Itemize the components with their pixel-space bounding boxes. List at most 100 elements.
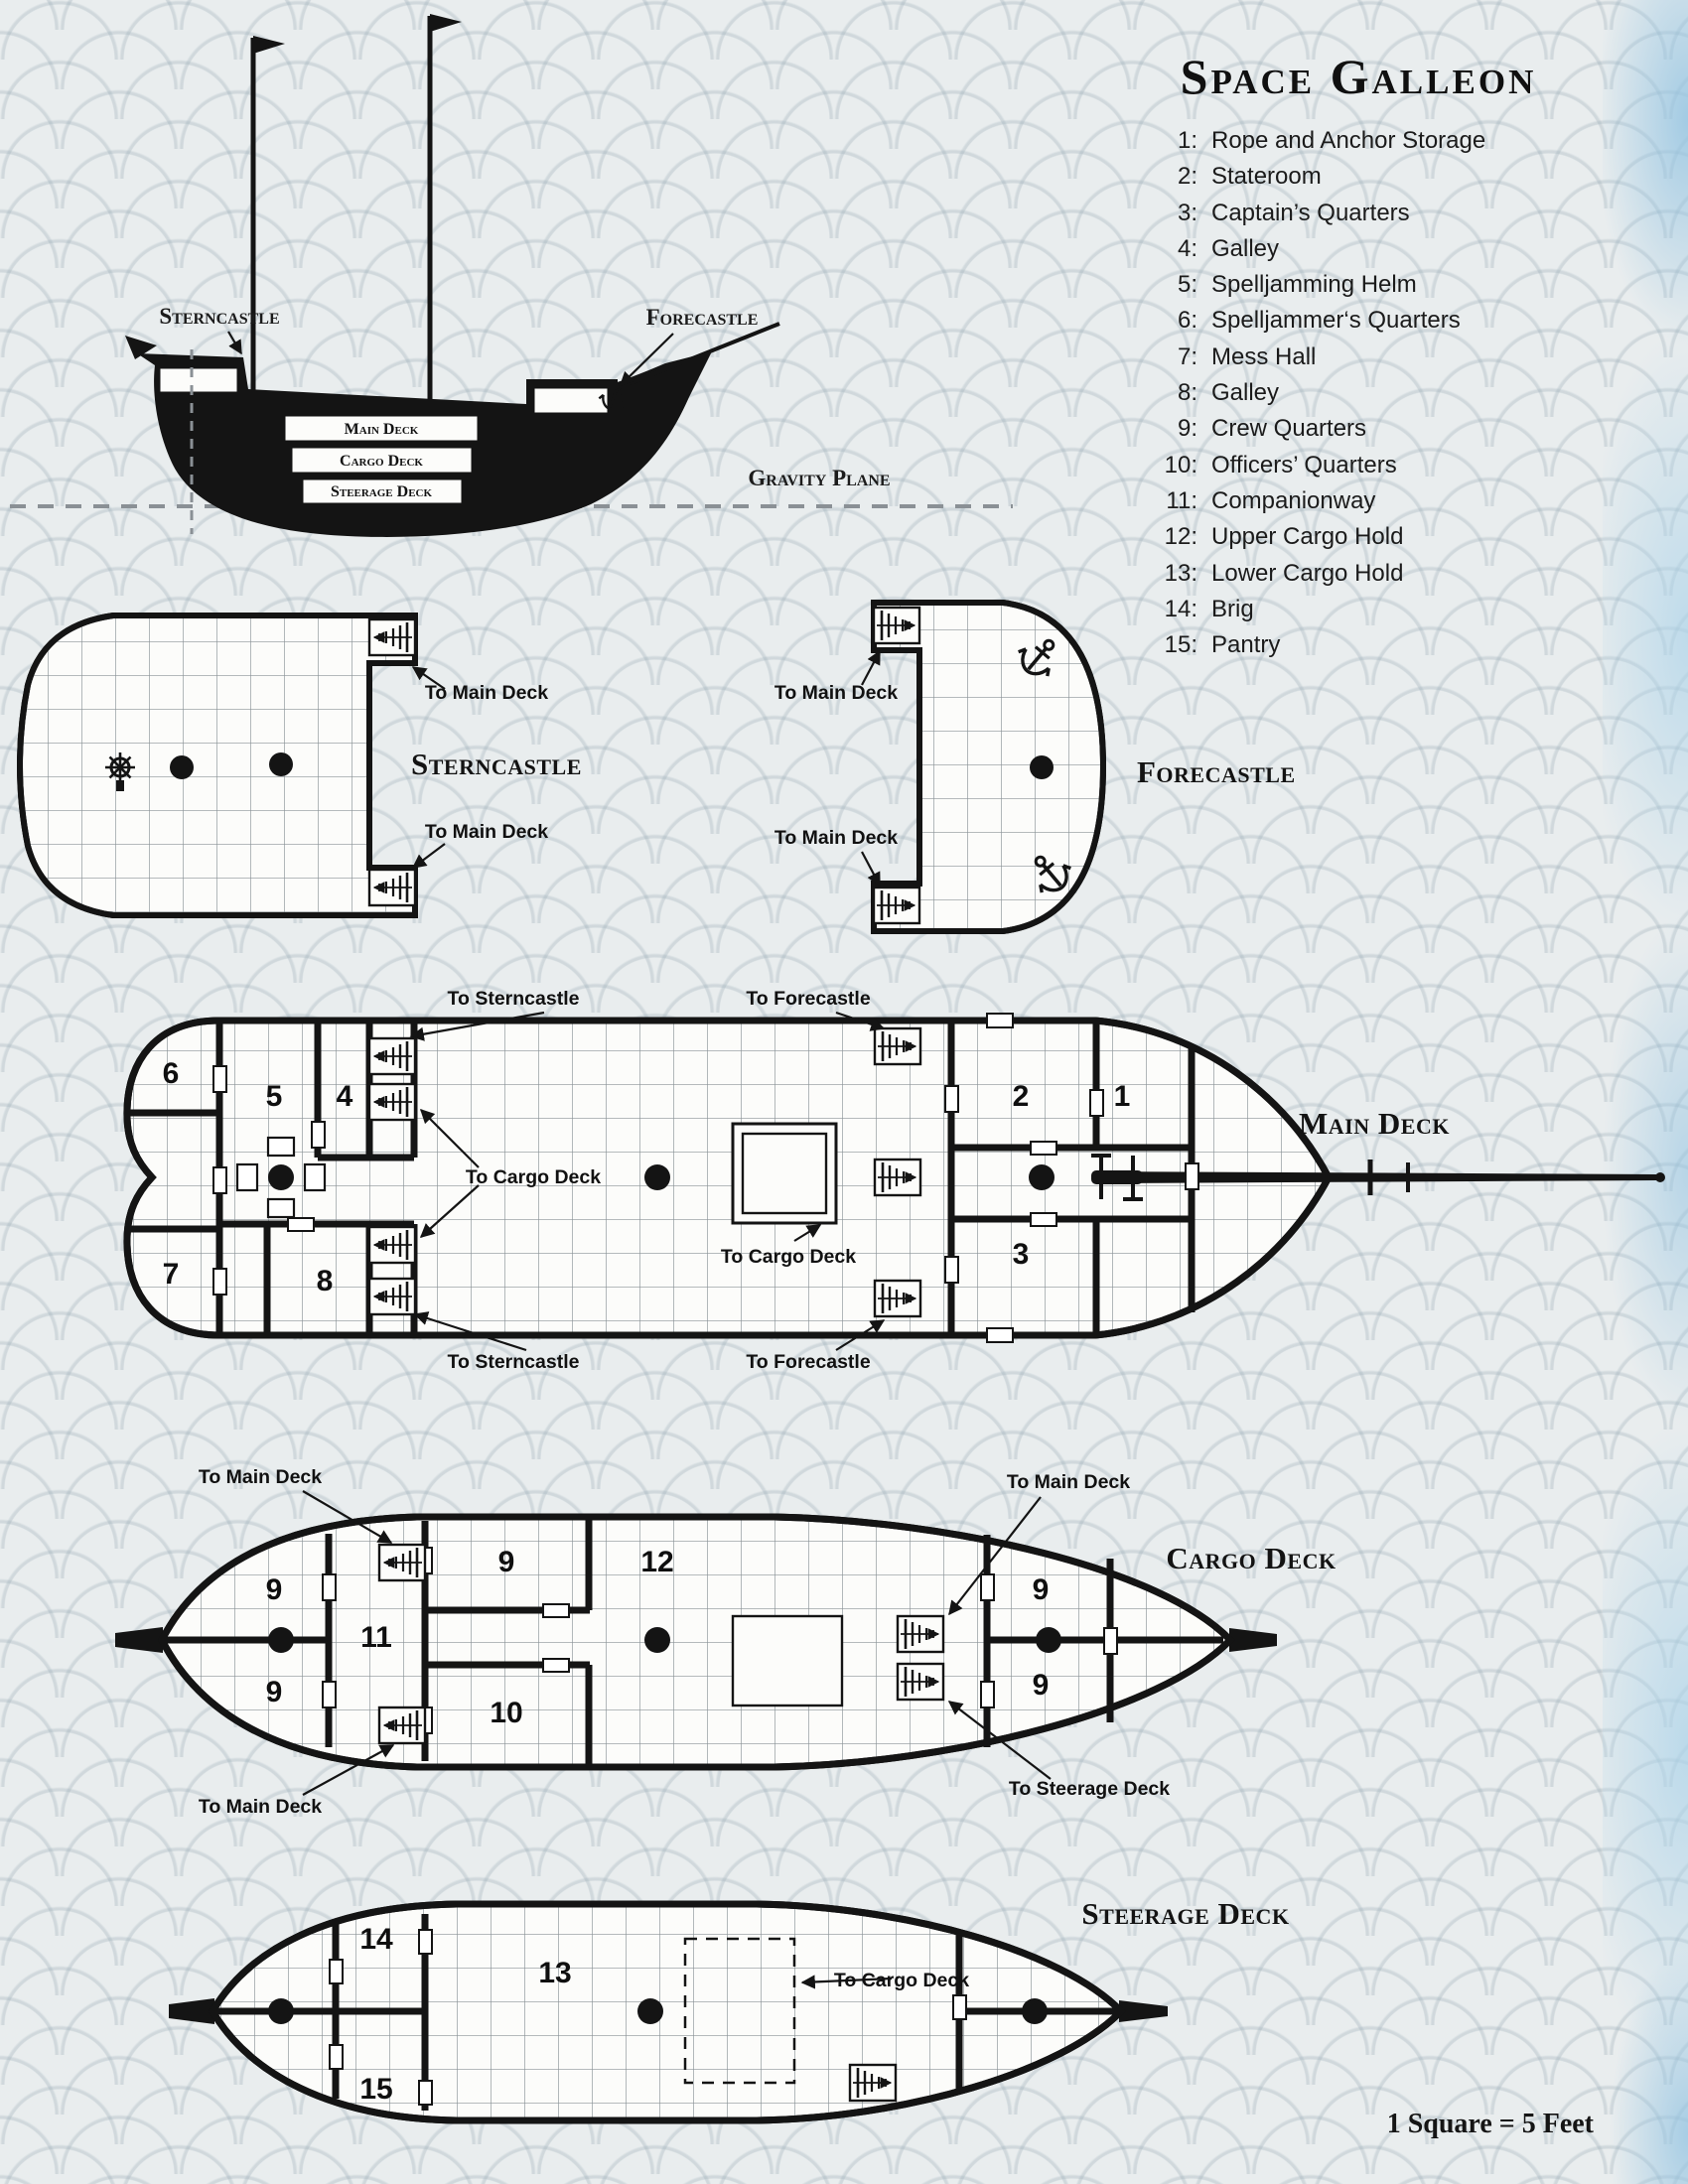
legend-number: 5: — [1177, 271, 1197, 299]
room-number: 9 — [266, 1676, 283, 1708]
legend-number: 8: — [1177, 379, 1197, 407]
forecastle-deck-plan: To Main Deck To Main Deck Forecastle — [774, 600, 1295, 934]
hull-outline — [16, 613, 418, 918]
stairs-icon — [369, 619, 415, 655]
arrow — [302, 1744, 395, 1796]
arrow — [619, 333, 674, 387]
to-main-deck-label: To Main Deck — [774, 682, 898, 704]
sterncastle-structure — [157, 365, 240, 395]
legend-label: Captain’s Quarters — [1211, 199, 1410, 226]
to-cargo-deck-label: To Cargo Deck — [466, 1166, 601, 1188]
to-sterncastle-label: To Sterncastle — [448, 1351, 580, 1373]
legend-number: 15: — [1164, 631, 1197, 659]
pennant-icon — [253, 36, 285, 54]
legend-item: 15: Pantry — [1150, 627, 1617, 663]
legend-label: Brig — [1211, 595, 1254, 622]
cargo-hatch — [731, 1122, 838, 1225]
legend-number: 7: — [1177, 342, 1197, 370]
mast-icon — [269, 752, 293, 776]
mast-icon — [170, 755, 194, 779]
legend-label: Crew Quarters — [1211, 415, 1367, 443]
legend-number: 13: — [1164, 559, 1197, 587]
stairs-icon — [369, 870, 415, 905]
stern-flag-icon — [125, 336, 157, 359]
legend-label: Officers’ Quarters — [1211, 451, 1397, 478]
arrow — [861, 649, 881, 686]
arrow — [800, 1975, 893, 1989]
room-number: 7 — [163, 1258, 180, 1291]
cargo-deck-strip — [289, 445, 475, 476]
room-number: 9 — [266, 1573, 283, 1606]
doors — [329, 1929, 967, 2106]
legend-item: 4:Galley — [1150, 231, 1617, 267]
mast-icon — [268, 1998, 294, 2024]
arrow — [419, 1108, 480, 1168]
arrow — [793, 1224, 822, 1242]
arrow — [948, 1496, 1042, 1616]
to-sterncastle-label: To Sterncastle — [448, 988, 580, 1010]
to-main-deck-label: To Main Deck — [774, 827, 898, 849]
legend-label: Galley — [1211, 379, 1280, 407]
to-main-deck-label: To Main Deck — [199, 1796, 322, 1818]
forecastle-cabin — [531, 385, 611, 416]
to-main-deck-label: To Main Deck — [199, 1466, 322, 1488]
room-number: 15 — [359, 2073, 392, 2106]
legend-label: Pantry — [1211, 631, 1281, 659]
legend-number: 6: — [1177, 307, 1197, 335]
stairs-icon — [850, 2065, 896, 2101]
to-forecastle-label: To Forecastle — [746, 988, 870, 1010]
room-number: 8 — [317, 1265, 334, 1297]
legend-item: 5: Spelljamming Helm — [1150, 267, 1617, 303]
helm-table-icon — [235, 1136, 327, 1219]
bowsprit — [1100, 1160, 1665, 1195]
room-number: 3 — [1013, 1238, 1030, 1271]
stairs-icon — [369, 1084, 415, 1120]
legend-number: 1: — [1177, 127, 1197, 154]
room-number: 11 — [360, 1621, 392, 1654]
arrow — [302, 1490, 393, 1544]
mast-icon — [1022, 1998, 1048, 2024]
deck-title: Steerage Deck — [1081, 1896, 1289, 1931]
stairs-icon — [898, 1616, 943, 1652]
page-title: Space Galleon — [1180, 49, 1537, 104]
arrow — [947, 1701, 1052, 1780]
arrow — [861, 851, 881, 887]
legend-label: Rope and Anchor Storage — [1211, 127, 1486, 154]
pennant-icon — [430, 14, 462, 32]
room-number: 5 — [266, 1080, 283, 1113]
to-steerage-deck-label: To Steerage Deck — [1009, 1778, 1170, 1800]
mast-icon — [644, 1627, 670, 1653]
arrow — [227, 331, 242, 355]
arrow — [409, 1011, 545, 1041]
legend-label: Mess Hall — [1211, 342, 1317, 370]
spar-tip — [1119, 2000, 1168, 2022]
deck-title: Sterncastle — [411, 747, 582, 781]
legend-item: 13:Lower Cargo Hold — [1150, 556, 1617, 592]
arrow — [411, 843, 446, 869]
cargo-hatch — [731, 1614, 844, 1707]
masts — [250, 16, 433, 407]
arrow — [411, 666, 446, 690]
room-number: 14 — [359, 1923, 393, 1956]
legend-label: Spelljamming Helm — [1211, 271, 1417, 299]
mast-icon — [268, 1627, 294, 1653]
legend-label: Spelljammer‘s Quarters — [1211, 307, 1461, 335]
legend-label: Companionway — [1211, 486, 1376, 514]
spar-tip — [115, 1627, 163, 1653]
to-cargo-deck-label: To Cargo Deck — [721, 1246, 856, 1268]
arrow — [419, 1184, 480, 1238]
spar-tip — [1229, 1628, 1277, 1652]
to-main-deck-label: To Main Deck — [1007, 1471, 1130, 1493]
room-number: 9 — [498, 1546, 515, 1578]
legend-number: 9: — [1177, 415, 1197, 443]
legend-item: 9: Crew Quarters — [1150, 411, 1617, 447]
arrow — [413, 1311, 527, 1352]
hull-outline — [123, 1017, 1333, 1339]
legend-number: 14: — [1164, 595, 1197, 622]
stairs-icon — [379, 1545, 425, 1580]
scale-note: 1 Square = 5 Feet — [1386, 2109, 1594, 2139]
cargo-deck-plan: To Main Deck To Main Deck To Main Deck T… — [115, 1466, 1336, 1818]
room-number: 10 — [490, 1697, 522, 1729]
room-number: 9 — [1033, 1669, 1050, 1702]
gravity-plane-label: Gravity Plane — [748, 466, 890, 490]
